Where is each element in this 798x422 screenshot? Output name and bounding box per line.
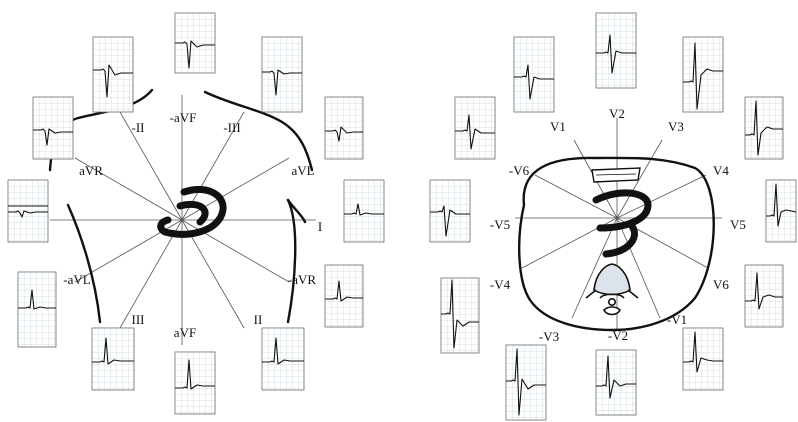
label-III: III: [132, 312, 145, 327]
label-aVL: aVL: [291, 163, 314, 178]
precordial-ecg-tracings: [429, 12, 797, 421]
ecg-trace-V1-negative: [682, 327, 724, 391]
limb-lead-panel: -aVF -II -III aVR aVL -I I -aVL -aVR III…: [7, 12, 385, 415]
ecg-trace-V3: [682, 36, 724, 113]
ecg-trace-aVR: [32, 96, 74, 160]
label-V6: V6: [713, 277, 729, 292]
precordial-lead-labels: V1 V2 V3 -V6 V4 -V5 V5 -V4 V6 -V3 -V2 -V…: [490, 106, 746, 344]
label-I: I: [318, 219, 322, 234]
label-aVF: aVF: [174, 325, 196, 340]
label-aVR-negative: -aVR: [288, 272, 316, 287]
label-V2: V2: [609, 106, 625, 121]
ecg-trace-aVR-negative: [324, 264, 364, 328]
sternum: [591, 167, 641, 183]
ecg-trace-aVL-negative: [17, 271, 57, 348]
ecg-trace-V6-negative: [454, 96, 496, 160]
ecg-trace-V3-negative: [505, 344, 547, 421]
label-V5: V5: [730, 217, 746, 232]
label-V3: V3: [668, 119, 684, 134]
ecg-trace-V1: [513, 36, 555, 113]
label-aVR: aVR: [79, 163, 103, 178]
ecg-trace-I: [343, 179, 385, 243]
limb-ecg-tracings: [7, 12, 385, 415]
ecg-trace-III: [91, 327, 135, 391]
label-V5-negative: -V5: [490, 217, 510, 232]
ecg-trace-III-negative: [261, 36, 303, 113]
ecg-trace-V5: [765, 179, 797, 243]
ecg-trace-I-negative: [7, 179, 49, 243]
label-V1-negative: -V1: [667, 312, 687, 327]
heart-cross-section: [592, 189, 652, 258]
ecg-trace-V4: [744, 96, 784, 160]
ecg-trace-V2-negative: [595, 349, 637, 416]
label-II: II: [254, 312, 263, 327]
precordial-lead-panel: V1 V2 V3 -V6 V4 -V5 V5 -V4 V6 -V3 -V2 -V…: [429, 12, 797, 421]
ecg-trace-V2: [595, 12, 637, 89]
label-aVF-negative: -aVF: [170, 110, 197, 125]
label-V1: V1: [550, 119, 566, 134]
ecg-trace-V6: [744, 264, 784, 328]
heart-silhouette: [157, 185, 227, 238]
ecg-trace-aVF-negative: [174, 12, 216, 74]
label-V4-negative: -V4: [490, 277, 511, 292]
label-V2-negative: -V2: [608, 328, 628, 343]
label-aVL-negative: -aVL: [63, 272, 90, 287]
ecg-trace-II: [261, 327, 305, 391]
ecg-trace-aVL: [324, 96, 364, 160]
ecg-trace-II-negative: [92, 36, 134, 113]
ecg-trace-V5-negative: [429, 179, 471, 243]
label-V6-negative: -V6: [509, 163, 530, 178]
limb-spokes: [50, 95, 316, 345]
ecg-trace-V4-negative: [440, 277, 480, 354]
ecg-trace-aVF: [174, 351, 216, 415]
label-III-negative: -III: [223, 120, 240, 135]
label-II-negative: -II: [132, 120, 145, 135]
chest-cross-section: [518, 156, 715, 332]
spine-vertebra: [585, 263, 639, 316]
label-V3-negative: -V3: [539, 329, 559, 344]
label-V4: V4: [713, 163, 729, 178]
